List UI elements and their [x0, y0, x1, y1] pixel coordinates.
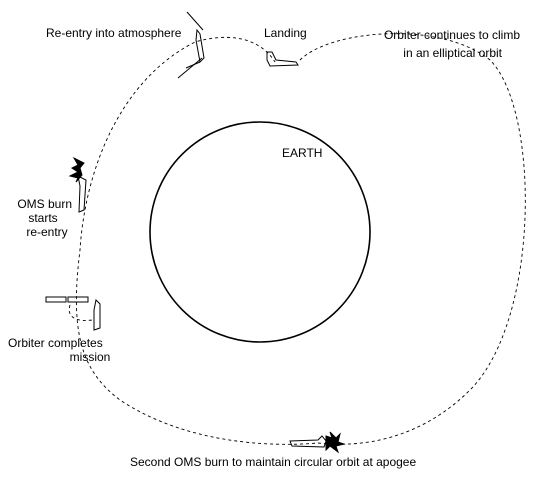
climb-label-line1: Orbiter continues to climb — [383, 28, 520, 42]
shuttle-landing-icon — [266, 51, 299, 67]
oms-burn-label-line3: re-entry — [26, 225, 68, 239]
oms-burn-label-line1: OMS burn — [17, 197, 72, 211]
external-tank-icon — [45, 296, 89, 303]
mission-hook-path — [68, 304, 93, 321]
orbit-path — [75, 33, 526, 445]
landing-label: Landing — [264, 26, 307, 40]
shuttle-second-burn-icon — [289, 431, 346, 454]
earth-circle — [149, 121, 371, 343]
completes-label-line2: mission — [69, 350, 111, 364]
climb-label-line2: in an elliptical orbit — [403, 46, 502, 60]
shuttle-reentry-icon — [177, 11, 205, 79]
reentry-label: Re-entry into atmosphere — [46, 26, 182, 40]
shuttle-mission-icon — [93, 298, 101, 331]
earth-label: EARTH — [282, 146, 323, 160]
second-burn-label: Second OMS burn to maintain circular orb… — [130, 455, 417, 469]
oms-burn-label-line2: starts — [28, 211, 58, 225]
completes-label-line1: Orbiter completes — [8, 336, 103, 350]
shuttle-oms-burn-icon — [68, 156, 87, 213]
